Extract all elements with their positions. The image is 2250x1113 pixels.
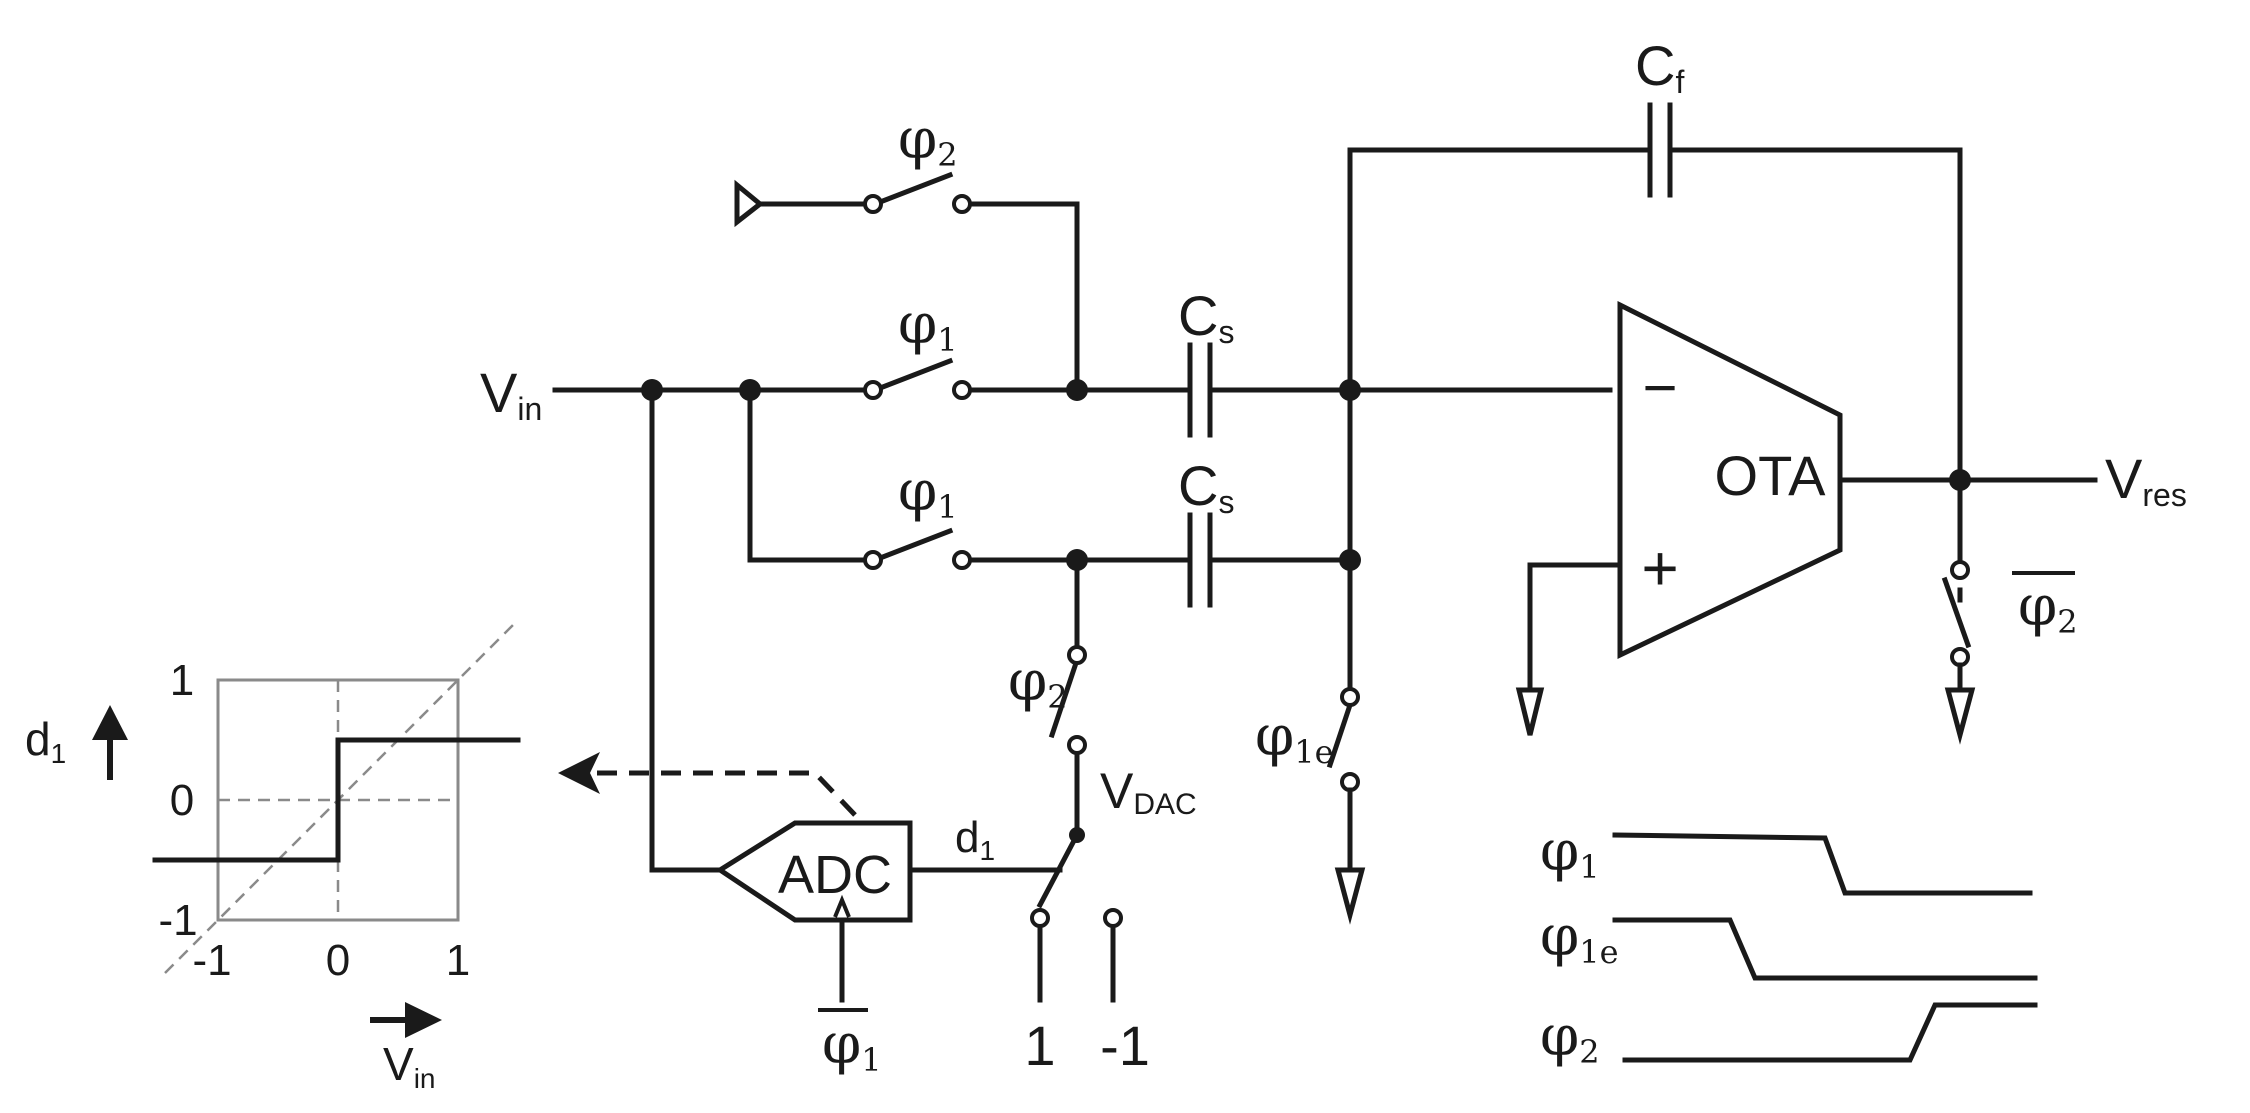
plot-xtick-right: 1 (446, 936, 470, 985)
cf-label: Cf (1635, 34, 1684, 100)
switch-phi1-top-label: φ1 (898, 292, 958, 359)
switch-phi2bar-label: φ2 (2018, 574, 2078, 641)
plot-xtick-mid: 0 (326, 936, 350, 985)
transfer-plot-step-curve (152, 737, 521, 863)
switch-phi2-dac-label: φ2 (1008, 649, 1068, 716)
plot-xlabel-arrow-icon (370, 1002, 442, 1038)
cs-bottom-label: Cs (1178, 454, 1234, 520)
switch-phi1e-label: φ1e (1255, 704, 1334, 771)
ground-symbols (734, 179, 1976, 925)
plot-xlabel: Vin (383, 1038, 435, 1094)
dac-ref-pos-label: 1 (1024, 1014, 1055, 1077)
junction-dots (641, 379, 1971, 843)
timing-waveform-phi2 (1622, 1002, 2038, 1063)
input-wiring (552, 147, 1963, 1003)
capacitor-cf (1647, 102, 1673, 198)
switch-phi2-top-label: φ2 (898, 107, 958, 174)
adc-clock-phi1bar-label: φ1 (822, 1012, 882, 1079)
adc-to-plot-arrow (558, 752, 857, 817)
plot-ytick-top: 1 (170, 656, 194, 705)
cs-top-label: Cs (1178, 284, 1234, 350)
timing-waveform-phi1 (1612, 832, 2033, 896)
switch-dac-select (1030, 831, 1123, 928)
dac-ref-neg-label: -1 (1100, 1014, 1150, 1077)
switch-phi2bar-out (1941, 477, 1972, 693)
vin-label: Vin (480, 361, 542, 427)
transfer-plot-ideal-line (164, 619, 519, 974)
switch-phi1e (1326, 687, 1360, 873)
transfer-plot (152, 619, 521, 974)
vres-label: Vres (2105, 447, 2187, 513)
timing-waveform-phi1e (1612, 917, 2038, 981)
adc-block (715, 820, 913, 923)
switch-phi1-top (863, 357, 972, 400)
switch-phi2-dac (1048, 645, 1087, 755)
ota-plus-label: + (1641, 532, 1678, 604)
timing-label-phi1: φ1 (1540, 819, 1600, 886)
plot-ytick-bottom: -1 (158, 896, 197, 945)
plot-ylabel: d1 (25, 713, 66, 769)
plot-ytick-mid: 0 (170, 776, 194, 825)
adc-label: ADC (778, 845, 892, 905)
timing-label-phi1e: φ1e (1540, 904, 1619, 971)
timing-diagram (1612, 832, 2038, 1063)
capacitor-cs-top (1187, 342, 1213, 438)
ota-minus-label: − (1642, 354, 1677, 421)
switch-phi1-bottom-label: φ1 (898, 459, 958, 526)
timing-label-phi2: φ2 (1540, 1004, 1600, 1071)
switch-phi2-top (863, 171, 972, 214)
switch-phi1-bottom (863, 527, 972, 570)
d1-wire-label: d1 (955, 813, 995, 866)
plot-ylabel-arrow-icon (92, 705, 128, 780)
ota-label: OTA (1715, 444, 1827, 507)
vdac-label: VDAC (1100, 763, 1197, 821)
capacitor-cs-bottom (1187, 512, 1213, 608)
plot-xtick-left: -1 (192, 936, 231, 985)
